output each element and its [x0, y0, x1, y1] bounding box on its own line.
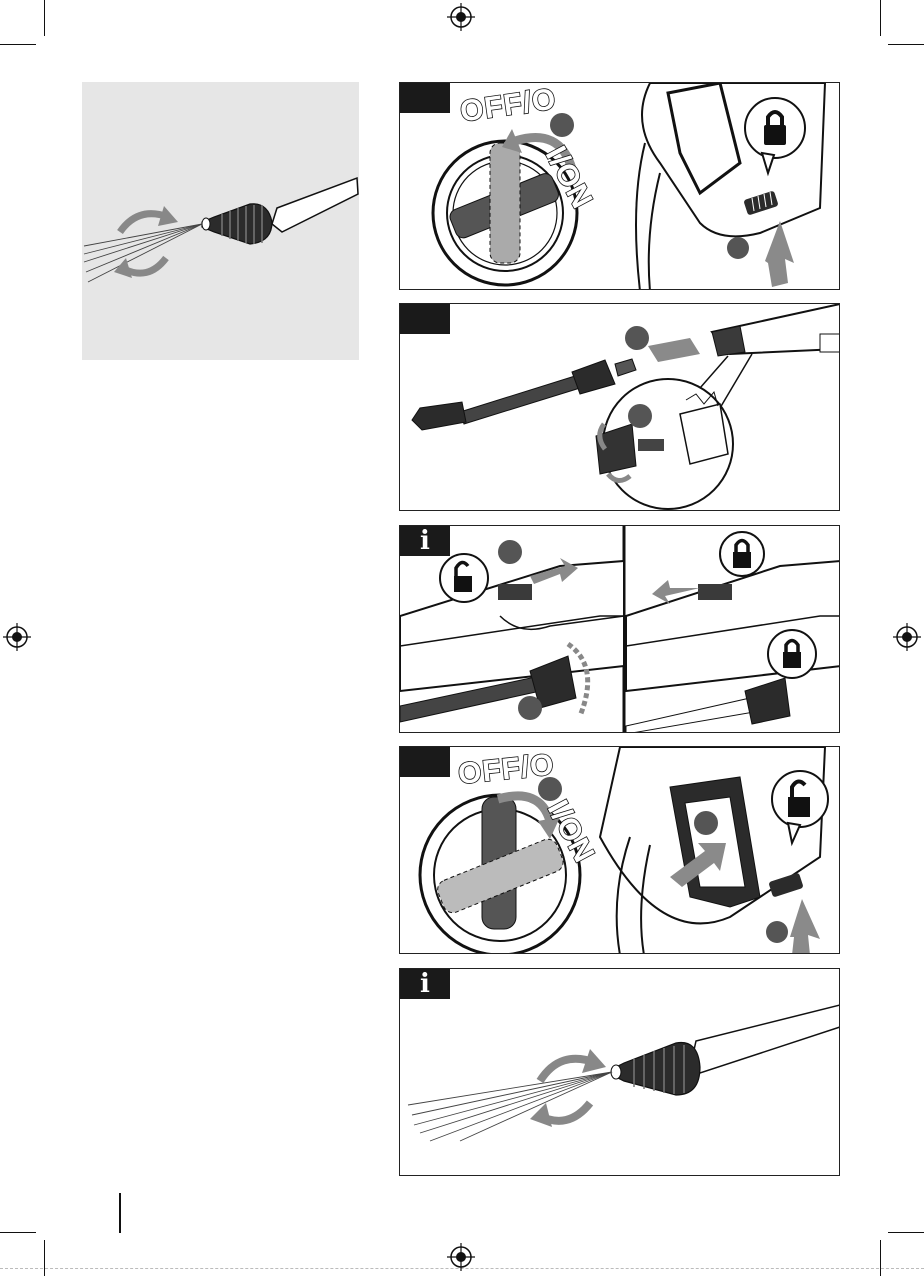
panel-switch-on-unlock: OFF/O I/ON — [399, 746, 840, 954]
registration-mark-icon — [446, 1242, 476, 1272]
crop-mark — [880, 0, 881, 36]
registration-mark-icon — [2, 622, 32, 652]
registration-mark-icon — [446, 2, 476, 32]
crop-mark — [888, 1232, 924, 1233]
page-marker-line — [119, 1193, 121, 1233]
panel-switch-off-lock: OFF/O I/ON — [399, 82, 840, 290]
crop-mark — [888, 44, 924, 45]
crop-mark — [0, 1232, 36, 1233]
crop-mark — [44, 1240, 45, 1276]
crop-mark — [880, 1240, 881, 1276]
nozzle-spray-illustration — [82, 82, 359, 360]
crop-mark — [0, 44, 36, 45]
panel-attach-lance — [399, 303, 840, 511]
panel-nozzle-adjust-info: i — [399, 968, 840, 1176]
crop-mark — [44, 0, 45, 36]
left-nozzle-panel — [82, 82, 359, 360]
nozzle-spray-illustration — [400, 969, 840, 1176]
registration-mark-icon — [892, 622, 922, 652]
panel-lock-lance: i — [399, 525, 840, 733]
